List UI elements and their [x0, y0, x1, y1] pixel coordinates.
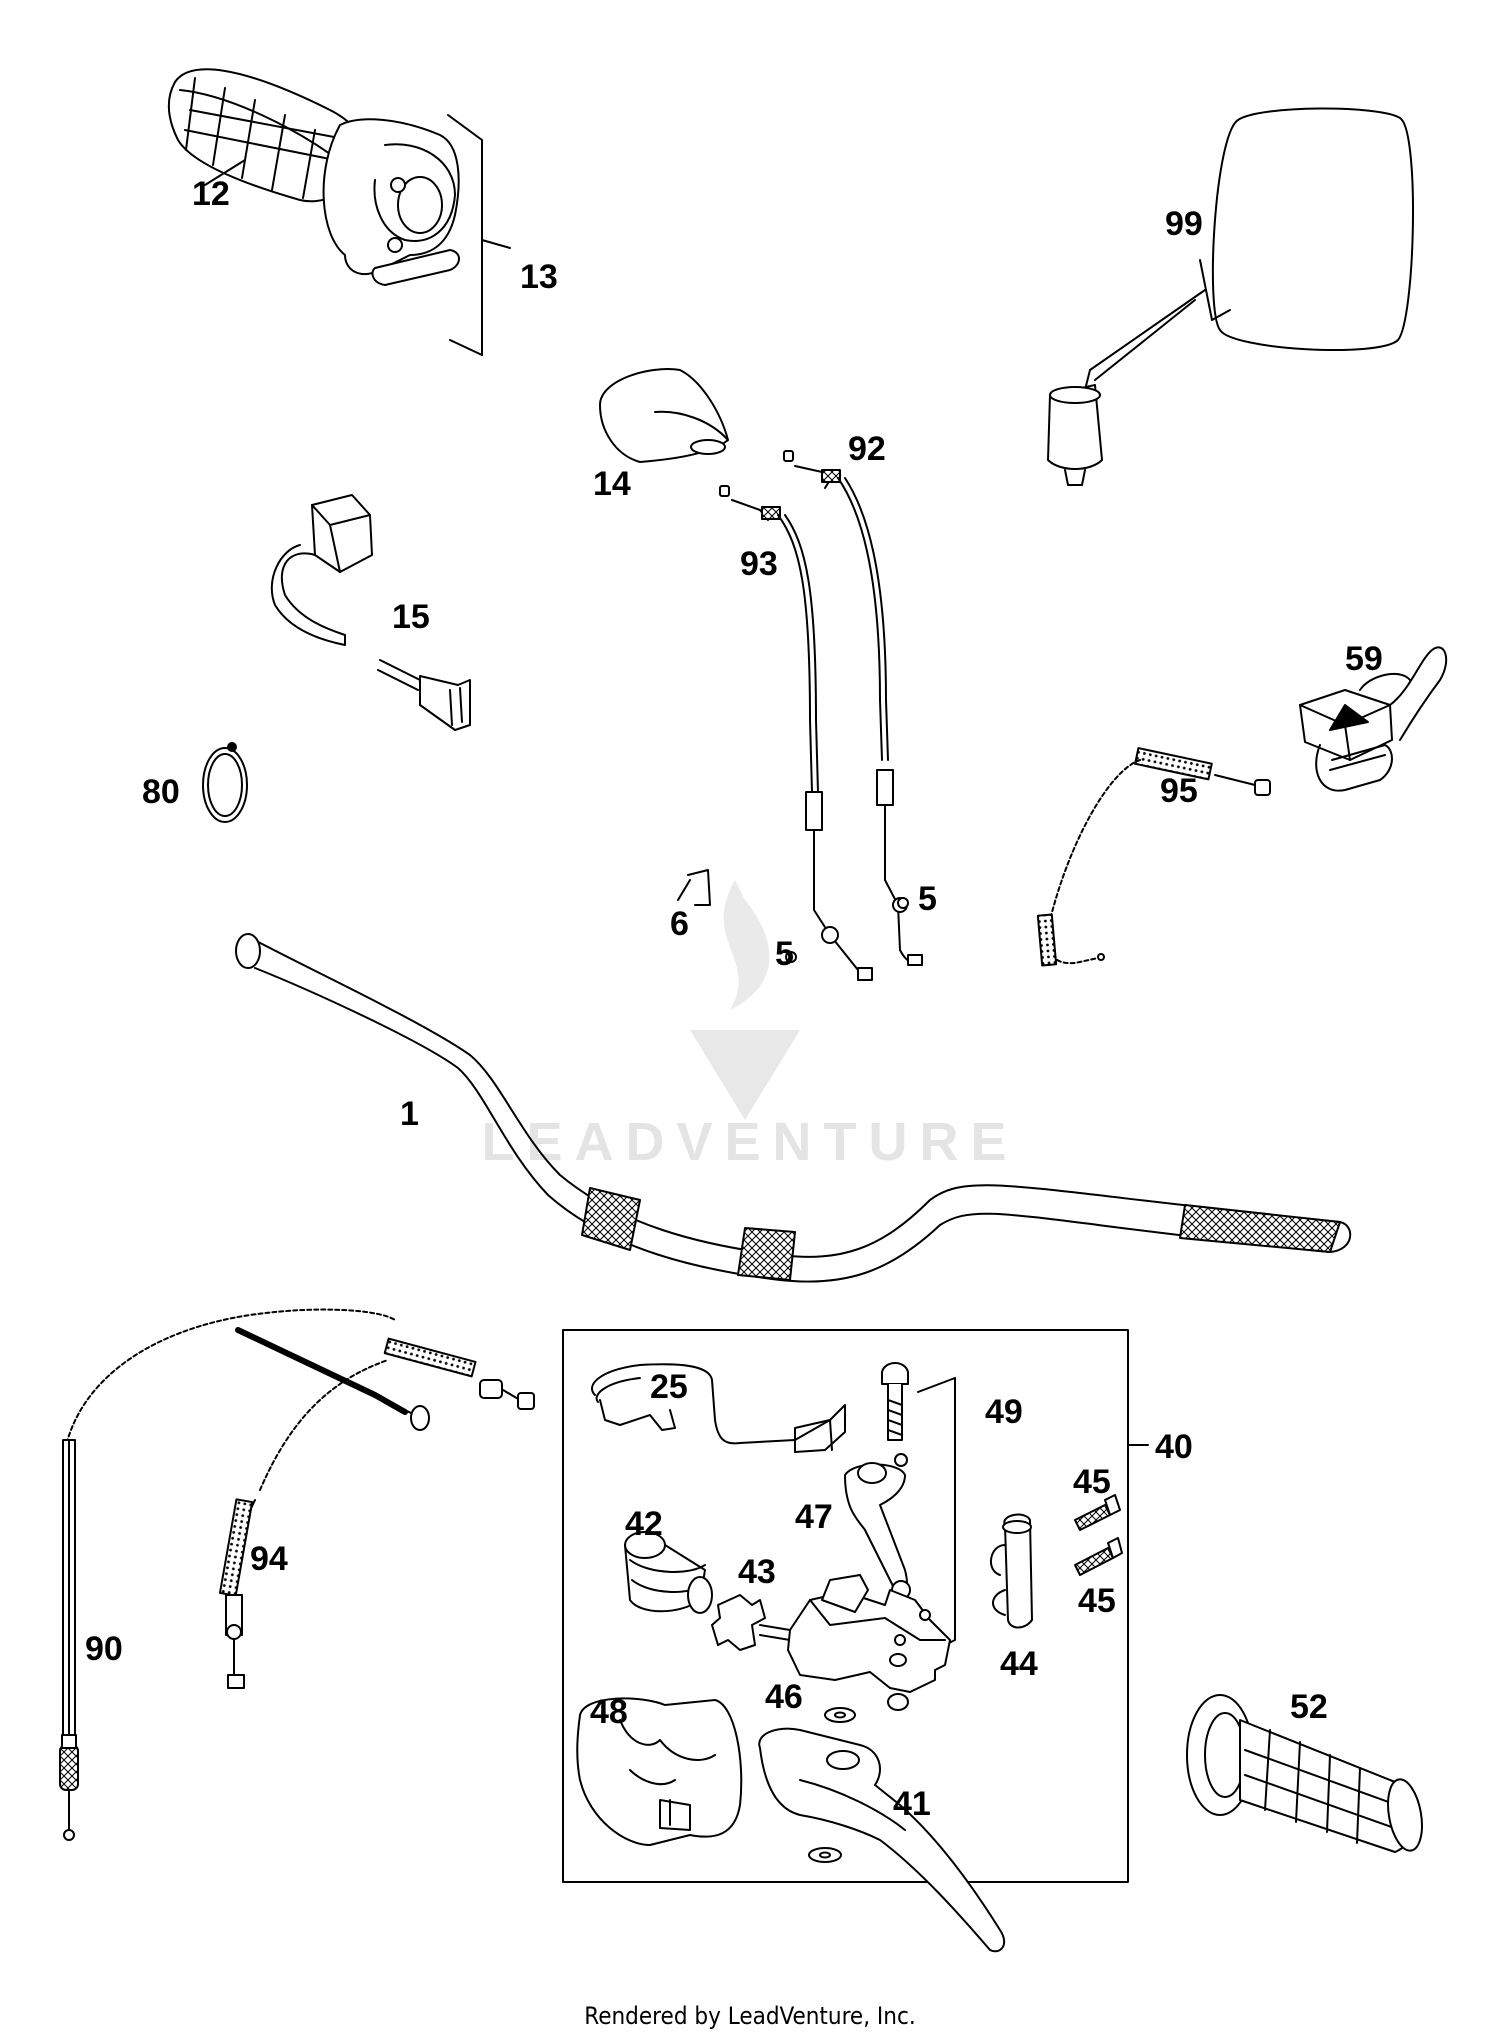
washer-5b [785, 951, 797, 963]
callout-5b: 5 [775, 935, 794, 973]
callout-41: 41 [893, 1785, 931, 1823]
callout-47: 47 [795, 1498, 833, 1536]
callout-42: 42 [625, 1505, 663, 1543]
callout-52: 52 [1290, 1688, 1328, 1726]
callout-95: 95 [1160, 772, 1198, 810]
bolt-45a-part [1074, 1494, 1121, 1531]
cable-end-fitting [410, 1405, 430, 1431]
callout-12: 12 [192, 175, 230, 213]
footer-credit: Rendered by LeadVenture, Inc. [584, 2002, 916, 2030]
switch-part [270, 494, 471, 731]
boot-42-part [624, 1531, 713, 1614]
callout-1: 1 [400, 1095, 419, 1133]
bolt-45b-part [1074, 1537, 1123, 1576]
cable-sheath [235, 1327, 408, 1415]
cover-48-part [576, 1697, 743, 1846]
callout-25: 25 [650, 1368, 688, 1406]
clamp-44-part [990, 1513, 1033, 1629]
callout-46: 46 [765, 1678, 803, 1716]
adjuster-43-part [711, 1594, 791, 1651]
brake-switch-part [591, 1363, 846, 1453]
cable-end [374, 1394, 416, 1416]
callout-49: 49 [985, 1393, 1023, 1431]
callout-14: 14 [593, 465, 631, 503]
mirror-part [1047, 107, 1414, 486]
callout-43: 43 [738, 1553, 776, 1591]
hand-switch-part [1299, 646, 1448, 792]
left-grip-part [1186, 1694, 1423, 1853]
callout-90: 90 [85, 1630, 123, 1668]
watermark: LEADVENTURE [481, 880, 1018, 1172]
watermark-text: LEADVENTURE [481, 1112, 1018, 1172]
callout-45a: 45 [1073, 1463, 1111, 1501]
callout-40: 40 [1155, 1428, 1193, 1466]
bolt-49-part [881, 1362, 956, 1661]
clamp-ring-part [202, 742, 248, 823]
clip-part [677, 869, 711, 906]
throttle-housing-part [322, 114, 511, 356]
callout-48: 48 [590, 1693, 628, 1731]
lever-41-part [758, 1727, 1006, 1953]
cable-94-part [218, 1337, 535, 1689]
throttle-cables-part [719, 450, 923, 981]
callout-80: 80 [142, 773, 180, 811]
callout-92: 92 [848, 430, 886, 468]
callout-44: 44 [1000, 1645, 1038, 1683]
cable-90-part [59, 1308, 396, 1841]
washer-5a [897, 897, 909, 909]
lever-body-46-part [787, 1574, 951, 1693]
callout-6: 6 [670, 905, 689, 943]
callout-99: 99 [1165, 205, 1203, 243]
callout-93: 93 [740, 545, 778, 583]
assembly-40-box [562, 1329, 1129, 1883]
callout-94: 94 [250, 1540, 288, 1578]
cover-part [599, 368, 729, 463]
callout-13: 13 [520, 258, 558, 296]
handlebar-part [235, 933, 1352, 1283]
callout-45b: 45 [1078, 1582, 1116, 1620]
callout-5a: 5 [918, 880, 937, 918]
right-cable-part [1036, 747, 1271, 967]
callout-labels: 12 13 99 14 92 93 15 59 80 95 6 5 5 1 25… [85, 175, 1383, 1823]
callout-59: 59 [1345, 640, 1383, 678]
callout-15: 15 [392, 598, 430, 636]
